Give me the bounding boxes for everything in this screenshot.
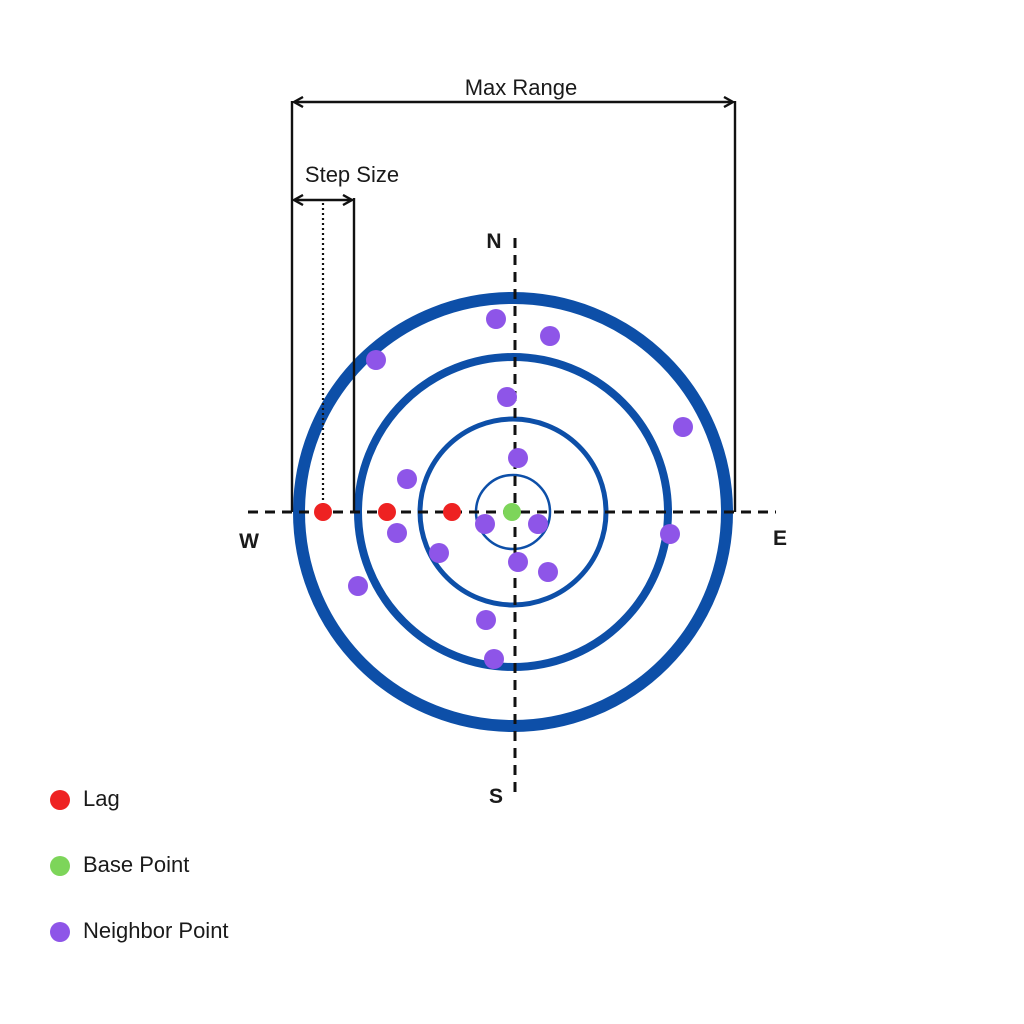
neighbor-point [387, 523, 407, 543]
neighbor-point [366, 350, 386, 370]
legend-label: Neighbor Point [83, 918, 229, 943]
legend-label: Base Point [83, 852, 190, 877]
base-point [503, 503, 521, 521]
max-range-label: Max Range [465, 75, 578, 100]
legend-label: Lag [83, 786, 120, 811]
lag-point [378, 503, 396, 521]
neighbor-point [475, 514, 495, 534]
neighbor-point [497, 387, 517, 407]
neighbor-point [486, 309, 506, 329]
legend-item-base-point: Base Point [50, 846, 229, 912]
base-point-swatch [50, 856, 70, 876]
lag-point [443, 503, 461, 521]
neighbor-point [673, 417, 693, 437]
neighbor-point [508, 552, 528, 572]
neighbor-point [484, 649, 504, 669]
neighbor-point [508, 448, 528, 468]
compass-west: W [239, 530, 259, 553]
neighbor-point [528, 514, 548, 534]
neighbor-point-swatch [50, 922, 70, 942]
lag-point [314, 503, 332, 521]
neighbor-point [348, 576, 368, 596]
neighbor-point [538, 562, 558, 582]
neighbor-point [540, 326, 560, 346]
lag-swatch [50, 790, 70, 810]
neighbor-point [660, 524, 680, 544]
neighbor-points [348, 309, 693, 669]
neighbor-point [397, 469, 417, 489]
compass-east: E [773, 527, 787, 550]
step-size-label: Step Size [305, 162, 399, 187]
compass-south: S [489, 785, 503, 808]
compass-north: N [486, 230, 501, 253]
lag-points [314, 503, 461, 521]
legend: Lag Base Point Neighbor Point [50, 780, 229, 978]
legend-item-lag: Lag [50, 780, 229, 846]
legend-item-neighbor-point: Neighbor Point [50, 912, 229, 978]
neighbor-point [429, 543, 449, 563]
neighbor-point [476, 610, 496, 630]
